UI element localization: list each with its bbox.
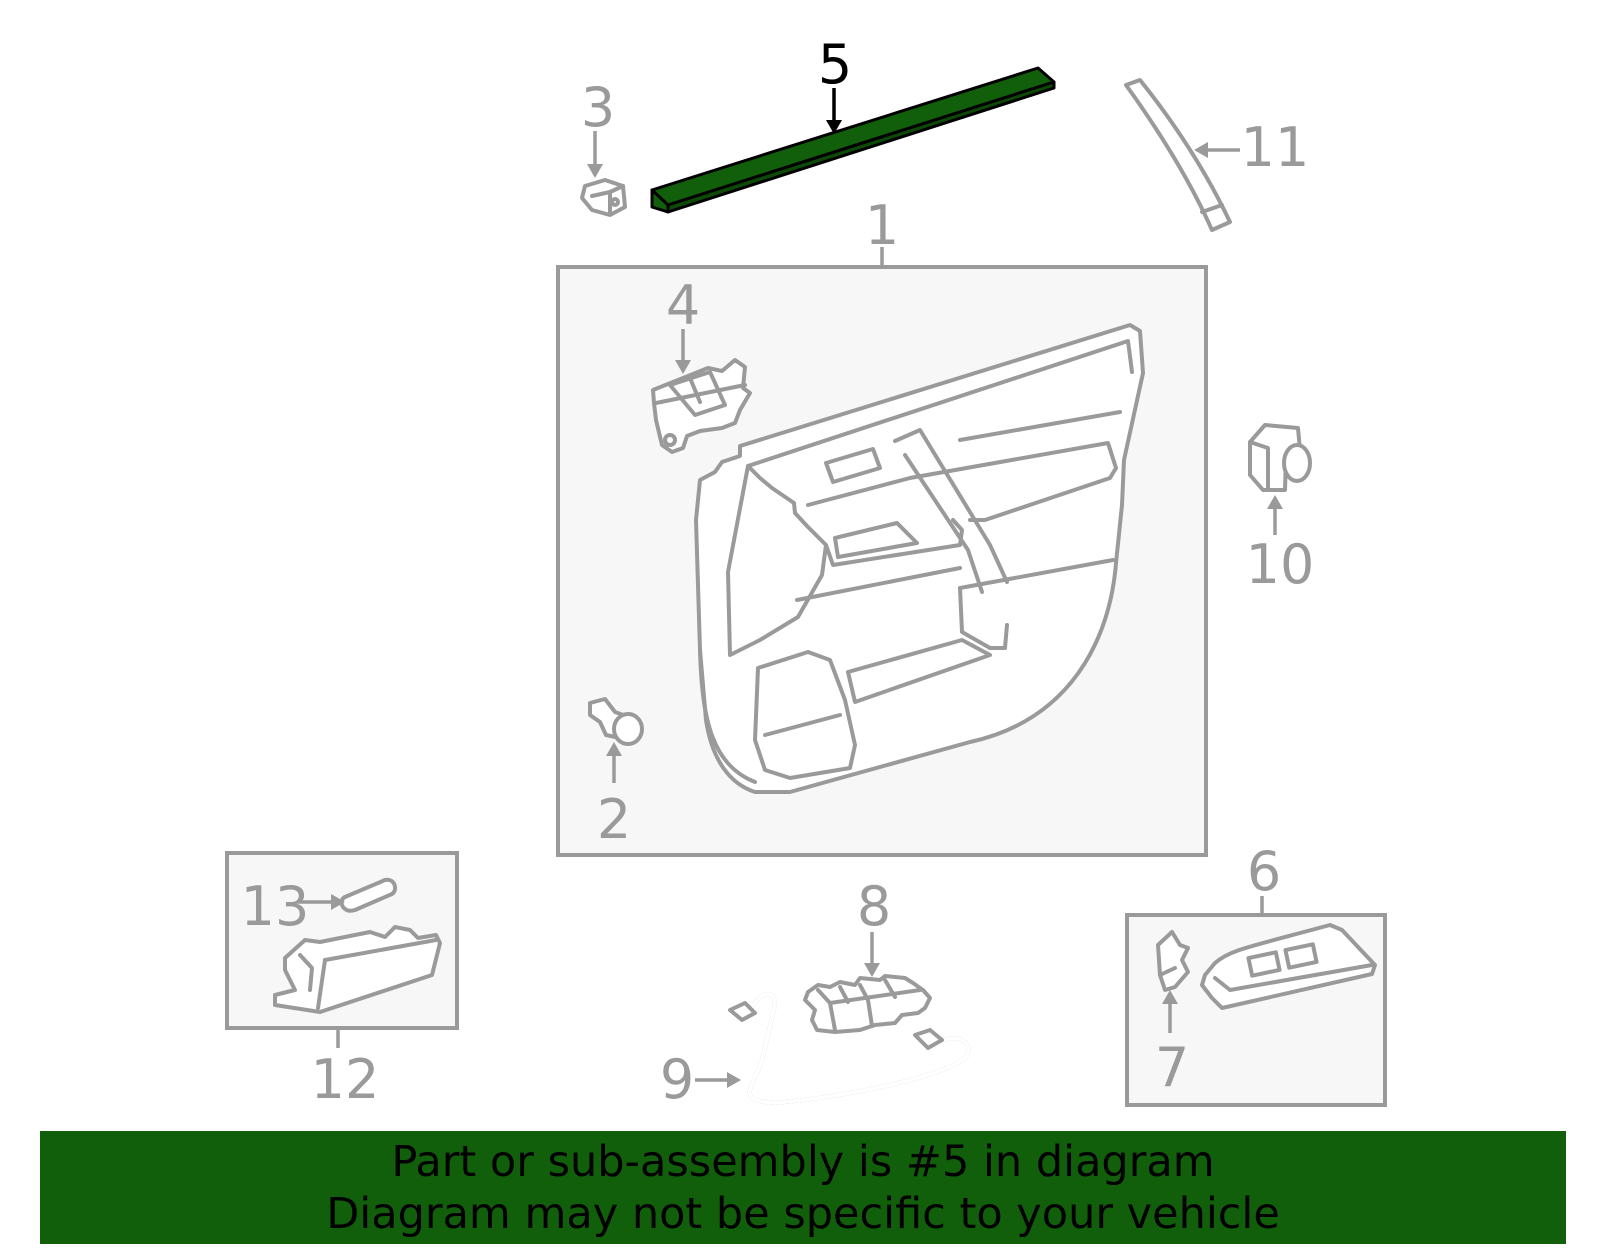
part-6-switch-base[interactable] (1200, 923, 1377, 1010)
callout-8-arrow (864, 963, 880, 977)
callout-13-arrow (331, 894, 345, 910)
part-12-lamp-housing[interactable] (273, 925, 442, 1014)
callout-5-arrow (826, 120, 842, 134)
callout-10-label[interactable]: 10 (1246, 533, 1315, 596)
callout-7-label[interactable]: 7 (1155, 1036, 1189, 1099)
part-5-belt-weatherstrip[interactable] (650, 66, 1056, 214)
callout-6-label[interactable]: 6 (1247, 840, 1281, 903)
callout-1-label[interactable]: 1 (865, 194, 899, 257)
part-8-window-switch[interactable] (803, 974, 932, 1034)
callout-5-label[interactable]: 5 (818, 33, 852, 96)
info-banner: Part or sub-assembly is #5 in diagram Di… (40, 1131, 1566, 1244)
door-trim-panel[interactable] (694, 323, 1145, 794)
part-11-garnish[interactable] (1124, 78, 1232, 232)
callout-4-arrow (675, 360, 691, 374)
part-9-wire-harness[interactable] (728, 992, 971, 1106)
banner-line-2: Diagram may not be specific to your vehi… (326, 1188, 1280, 1239)
callout-3-label[interactable]: 3 (581, 76, 615, 139)
callout-13-label[interactable]: 13 (241, 875, 310, 938)
callout-9-arrow (727, 1072, 741, 1088)
callout-3-arrow (587, 164, 603, 178)
callout-11-label[interactable]: 11 (1241, 116, 1310, 179)
callout-4-label[interactable]: 4 (666, 274, 700, 337)
part-10-switch[interactable] (1248, 423, 1312, 492)
part-4-switch-bezel[interactable] (651, 358, 752, 454)
part-2-clip[interactable] (588, 697, 644, 746)
callout-2-arrow (606, 742, 622, 756)
callout-9-label[interactable]: 9 (660, 1048, 694, 1111)
callout-8-label[interactable]: 8 (857, 875, 891, 938)
banner-line-1: Part or sub-assembly is #5 in diagram (391, 1136, 1215, 1187)
callout-12-label[interactable]: 12 (311, 1048, 380, 1111)
part-3-clip[interactable] (580, 178, 627, 217)
callout-10-arrow (1267, 495, 1283, 509)
callout-11-arrow (1194, 142, 1208, 158)
callout-7-arrow (1162, 990, 1178, 1004)
callout-2-label[interactable]: 2 (597, 788, 631, 851)
part-7-clip[interactable] (1156, 930, 1190, 992)
